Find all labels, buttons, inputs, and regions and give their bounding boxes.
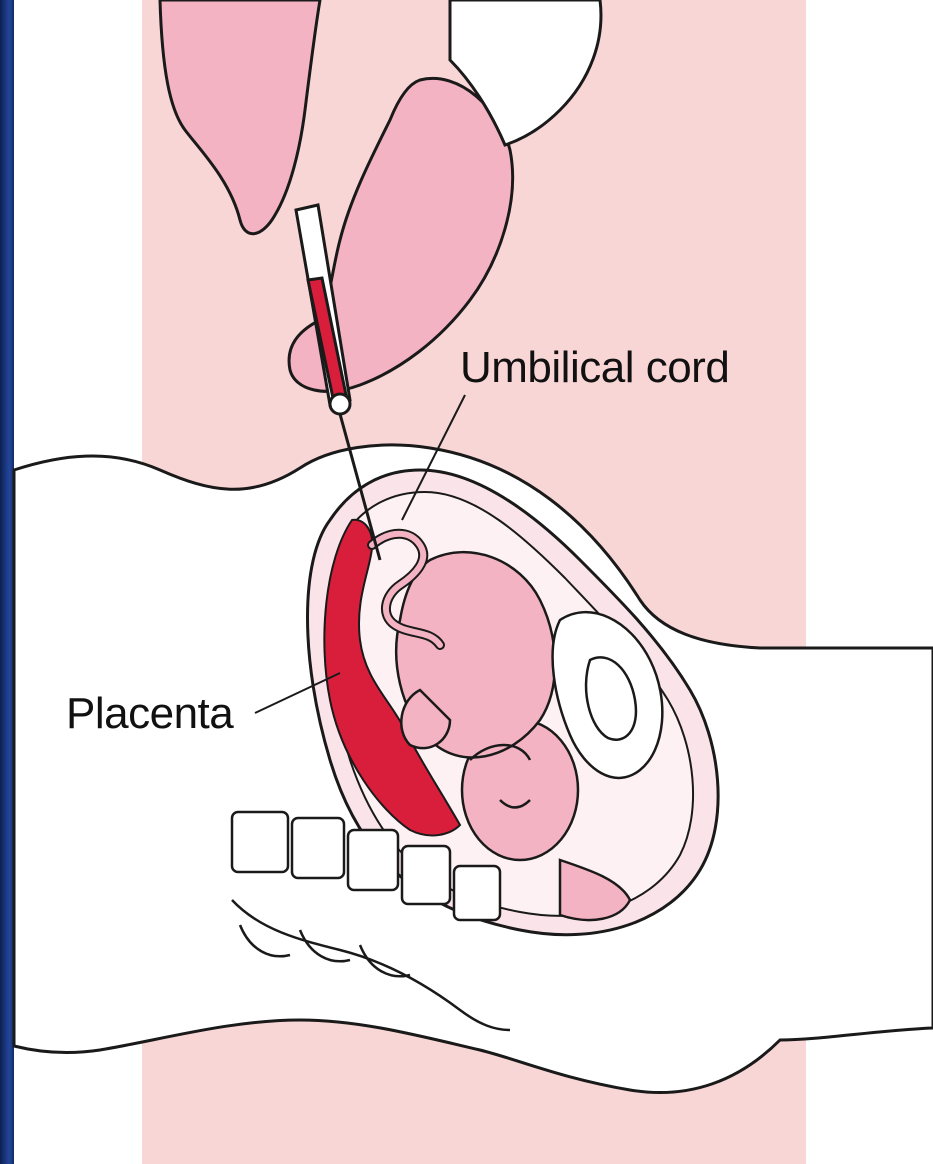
placenta-label: Placenta <box>66 692 233 736</box>
umbilical-cord-label: Umbilical cord <box>460 346 729 390</box>
